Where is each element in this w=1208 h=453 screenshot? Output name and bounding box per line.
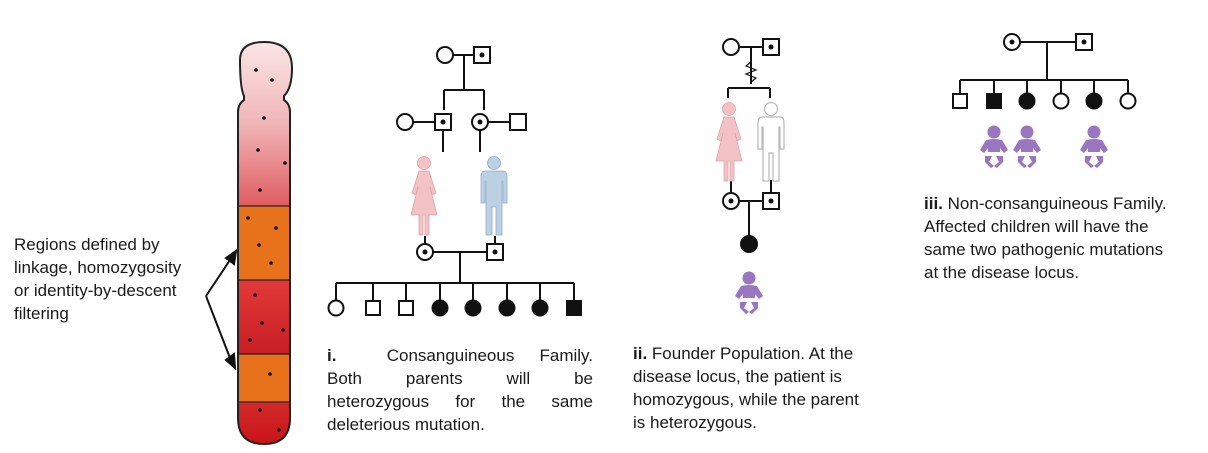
male-figure-ii	[757, 101, 785, 182]
caption-consanguineous: i. Consanguineous Family. Both parents w…	[327, 344, 593, 436]
caption-line: heterozygous for the same	[327, 392, 593, 411]
baby-figure-ii	[735, 271, 763, 314]
chromosome-markers	[246, 68, 287, 432]
caption-line: Both parents will be	[327, 369, 593, 388]
caption-number: iii.	[924, 194, 943, 213]
caption-line: disease locus, the patient is	[633, 367, 842, 386]
caption-non-consanguineous: iii. Non-consanguineous Family. Affected…	[924, 192, 1202, 284]
region-label-line: filtering	[14, 304, 69, 323]
caption-line: same two pathogenic mutations	[924, 240, 1164, 259]
region-label-line: or identity-by-descent	[14, 281, 177, 300]
caption-number: i.	[327, 346, 337, 365]
pedigree-founder	[722, 38, 780, 253]
region-arrows	[205, 248, 238, 371]
caption-line: Consanguineous Family.	[386, 346, 593, 365]
caption-line: Affected children will have the	[924, 217, 1149, 236]
caption-line: is heterozygous.	[633, 413, 757, 432]
caption-number: ii.	[633, 344, 648, 363]
caption-line: Founder Population. At the	[651, 344, 854, 363]
caption-line: homozygous, while the parent	[633, 390, 859, 409]
caption-line: deleterious mutation.	[327, 415, 485, 434]
female-figure-i	[410, 156, 438, 236]
caption-line: at the disease locus.	[924, 263, 1079, 282]
male-figure-i	[480, 156, 508, 236]
region-label: Regions defined by linkage, homozygosity…	[14, 233, 204, 325]
caption-line: Non-consanguineous Family.	[947, 194, 1167, 213]
chromosome	[237, 40, 294, 446]
baby-figure-iii-2	[1013, 125, 1041, 168]
baby-figure-iii-1	[980, 125, 1008, 168]
female-figure-ii	[715, 102, 743, 182]
pedigree-consanguineous	[327, 46, 582, 317]
baby-figure-iii-3	[1080, 125, 1108, 168]
caption-founder: ii. Founder Population. At the disease l…	[633, 342, 903, 434]
region-label-line: Regions defined by	[14, 235, 160, 254]
region-label-line: linkage, homozygosity	[14, 258, 182, 277]
pedigree-non-consanguineous	[952, 33, 1137, 110]
